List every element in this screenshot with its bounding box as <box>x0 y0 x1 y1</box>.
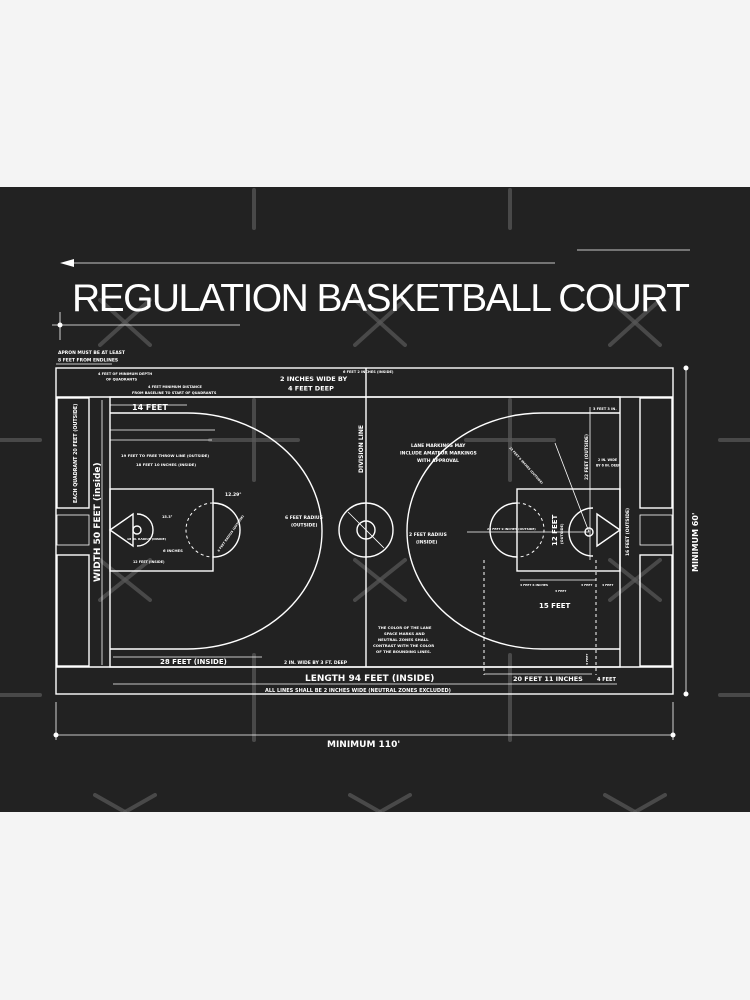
label-lane-markings-1: LANE MARKINGS MAY <box>411 443 466 449</box>
label-20ft-11in: 20 FEET 11 INCHES <box>513 675 583 683</box>
label-28-feet: 28 FEET (INSIDE) <box>160 658 227 666</box>
label-14-feet: 14 FEET <box>132 403 168 412</box>
label-quad-depth-1: 4 FEET OF MINIMUM DEPTH <box>98 372 152 376</box>
label-width: WIDTH 50 FEET (inside) <box>93 462 103 582</box>
label-2in-4ft-1: 2 INCHES WIDE BY <box>280 375 348 383</box>
center-inner-circle <box>356 520 376 540</box>
label-color-note-1: THE COLOR OF THE LANE <box>378 625 432 630</box>
label-16ft: 16 FEET (OUTSIDE) <box>625 508 631 556</box>
label-color-note-3: NEUTRAL ZONES SHALL <box>378 637 429 642</box>
court-diagram-poster: REGULATION BASKETBALL COURT APRON MUST B… <box>0 187 750 812</box>
label-12ft-inside: 12 FEET (INSIDE) <box>133 560 165 564</box>
label-division: DIVISION LINE <box>358 425 365 473</box>
label-quad-depth-2: OF QUADRANTS <box>106 378 138 382</box>
label-color-note-5: OF THE BOUNDING LINES. <box>376 649 432 654</box>
apron-note-2: 8 FEET FROM ENDLINES <box>58 358 118 364</box>
label-center-outer-2: (OUTSIDE) <box>291 523 317 529</box>
label-arc-radius: 23 FEET 9 INCHES (OUTSIDE) <box>508 446 544 485</box>
label-quad-dist-1: 4 FEET MINIMUM DISTANCE <box>148 385 203 389</box>
label-15-feet: 15 FEET <box>539 602 571 610</box>
label-lane-mark-3: 3 FEET <box>581 583 593 587</box>
label-lane-markings-2: INCLUDE AMATEUR MARKINGS <box>400 451 477 457</box>
label-lane-mark-4: 4 FEET <box>602 583 614 587</box>
court-diagram: REGULATION BASKETBALL COURT APRON MUST B… <box>0 188 750 812</box>
label-12-feet: 12 FEET <box>551 514 559 546</box>
label-angle-1229: 12.29° <box>225 492 241 498</box>
label-all-lines: ALL LINES SHALL BE 2 INCHES WIDE (NEUTRA… <box>265 688 451 694</box>
label-ft-outside: 19 FEET TO FREE THROW LINE (OUTSIDE) <box>121 453 209 458</box>
label-6ft-2in: 6 FEET 2 INCHES (INSIDE) <box>343 370 394 374</box>
label-lane-mark-2: 3 FEET <box>555 589 567 593</box>
label-minimum-60: MINIMUM 60' <box>691 513 700 572</box>
lane-left <box>109 488 214 572</box>
label-center-inner-1: 2 FEET RADIUS <box>409 532 447 538</box>
label-ft-inside: 18 FEET 10 INCHES (INSIDE) <box>136 462 196 467</box>
label-minimum-110: MINIMUM 110' <box>327 740 400 750</box>
label-2in-3ft: 2 IN. WIDE BY 3 FT. DEEP <box>284 660 348 666</box>
basket-left <box>132 525 142 535</box>
label-22ft: 22 FEET (OUTSIDE) <box>584 434 590 480</box>
quadrant-left-top <box>56 397 90 509</box>
label-lane-markings-3: WITH APPROVAL <box>417 458 459 464</box>
label-length: LENGTH 94 FEET (INSIDE) <box>305 674 434 684</box>
apron-boundary <box>55 367 674 695</box>
label-ft-radius: 6 FEET RADIUS (OUTSIDE) <box>217 514 246 553</box>
apron-note-1: APRON MUST BE AT LEAST <box>58 350 126 356</box>
label-quad-dist-2: FROM BASELINE TO START OF QUADRANTS <box>132 391 217 395</box>
label-3ft-3in: 3 FEET 3 IN. <box>593 407 617 411</box>
label-2in-4ft-2: 4 FEET DEEP <box>288 385 334 393</box>
dimension-labels: 4 FEET OF MINIMUM DEPTH OF QUADRANTS 4 F… <box>73 370 700 750</box>
label-18in-radius: 18 IN. RADIUS (INSIDE) <box>127 537 167 541</box>
title-decoration <box>52 249 690 340</box>
label-center-inner-2: (INSIDE) <box>416 540 437 546</box>
quadrant-right-top <box>639 397 673 509</box>
label-2in-6in-1: 2 IN. WIDE <box>598 458 617 462</box>
label-color-note-2: SPACE MARKS AND <box>384 631 425 636</box>
label-center-outer-1: 6 FEET RADIUS <box>285 515 323 521</box>
label-2in-6in-2: BY 6 IN. DEEP <box>596 464 621 468</box>
quadrant-left-bottom <box>56 554 90 667</box>
label-outside: (OUTSIDE) <box>560 523 564 544</box>
label-6-inches: 6 INCHES <box>163 548 183 553</box>
label-color-note-4: CONTRAST WITH THE COLOR <box>373 643 434 648</box>
center-circle <box>338 502 394 558</box>
label-angle-153: 15.3° <box>162 515 173 519</box>
label-lane-mark-1: 4 FEET 6 INCHES <box>520 583 548 587</box>
watermark-crosses <box>0 188 750 812</box>
three-point-line-right <box>406 412 620 650</box>
arrow-left-icon <box>60 259 74 267</box>
label-3-feet: 3 FEET <box>585 653 589 665</box>
quadrant-right-bottom <box>639 554 673 667</box>
three-point-line-left <box>110 412 323 650</box>
label-quadrant: EACH QUADRANT 20 FEET (OUTSIDE) <box>73 404 79 503</box>
page-title: REGULATION BASKETBALL COURT <box>72 277 690 320</box>
label-4-feet: 4 FEET <box>597 677 616 683</box>
label-20ft-9in: 23 FEET 9 INCHES (OUTSIDE) <box>487 527 536 531</box>
